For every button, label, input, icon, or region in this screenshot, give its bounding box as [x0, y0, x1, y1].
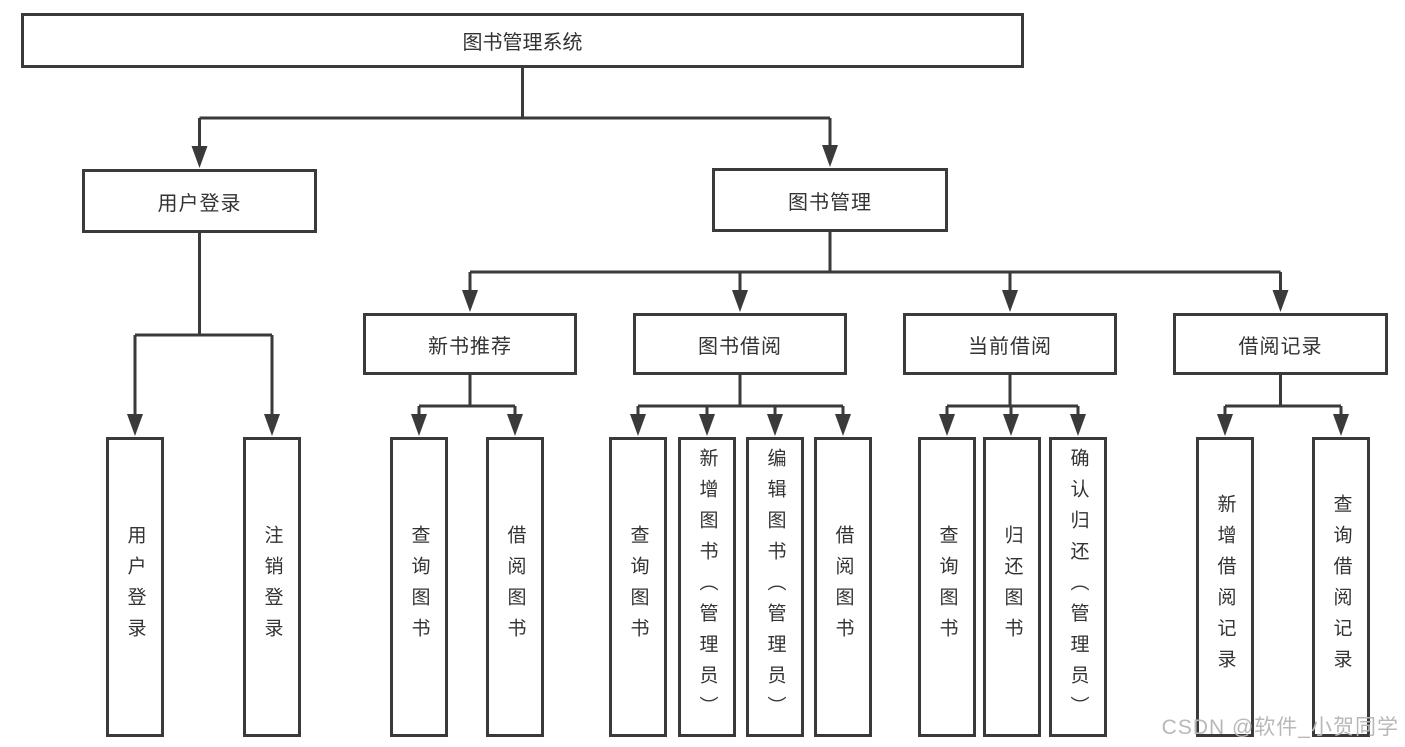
leaf-borrow-books-recommend: 借阅图书	[486, 437, 544, 737]
leaf-borrow-books: 借阅图书	[814, 437, 872, 737]
arrowhead	[1003, 414, 1019, 436]
leaf-add-borrow-record: 新增借阅记录	[1196, 437, 1254, 737]
arrowhead	[732, 290, 748, 312]
leaf-logout: 注销登录	[243, 437, 301, 737]
leaf-label: 编辑图书（管理员）	[764, 447, 786, 727]
arrowhead	[462, 290, 478, 312]
leaf-label: 确认归还（管理员）	[1067, 447, 1089, 727]
leaf-label: 新增借阅记录	[1214, 494, 1236, 680]
connector-book-borrow-children	[630, 375, 851, 436]
leaf-label: 借阅图书	[832, 525, 854, 649]
leaf-label: 查询图书	[627, 525, 649, 649]
leaf-label: 归还图书	[1001, 525, 1023, 649]
leaf-label: 新增图书（管理员）	[696, 447, 718, 727]
arrowhead	[699, 414, 715, 436]
arrowhead	[1070, 414, 1086, 436]
leaf-query-books-current: 查询图书	[918, 437, 976, 737]
arrowhead	[630, 414, 646, 436]
connector-root-to-level2	[191, 68, 838, 168]
connector-user-login-children	[127, 233, 280, 436]
leaf-query-borrow-record: 查询借阅记录	[1312, 437, 1370, 737]
connector-current-borrow-children	[939, 375, 1086, 436]
arrowhead	[1002, 290, 1018, 312]
arrowhead	[939, 414, 955, 436]
arrowhead	[127, 414, 143, 436]
connector-borrow-records-children	[1217, 375, 1349, 436]
node-borrow-records: 借阅记录	[1173, 313, 1388, 375]
leaf-user-login: 用户登录	[106, 437, 164, 737]
leaf-label: 借阅图书	[504, 525, 526, 649]
arrowhead	[507, 414, 523, 436]
node-new-book-recommend: 新书推荐	[363, 313, 577, 375]
leaf-label: 查询借阅记录	[1330, 494, 1352, 680]
leaf-label: 用户登录	[124, 525, 146, 649]
node-root-library-system: 图书管理系统	[21, 13, 1024, 68]
leaf-label: 查询图书	[936, 525, 958, 649]
arrowhead	[1217, 414, 1233, 436]
leaf-query-books-borrow: 查询图书	[609, 437, 667, 737]
leaf-edit-book-admin: 编辑图书（管理员）	[746, 437, 804, 737]
connector-new-book-recommend-children	[411, 375, 523, 436]
node-book-borrow: 图书借阅	[633, 313, 847, 375]
arrowhead	[767, 414, 783, 436]
node-book-management: 图书管理	[712, 168, 948, 232]
leaf-add-book-admin: 新增图书（管理员）	[678, 437, 736, 737]
leaf-query-books-recommend: 查询图书	[390, 437, 448, 737]
node-current-borrow: 当前借阅	[903, 313, 1117, 375]
node-user-login: 用户登录	[82, 169, 317, 233]
connector-book-management-children	[462, 232, 1289, 312]
arrowhead	[1333, 414, 1349, 436]
arrowhead	[822, 145, 838, 167]
arrowhead	[1272, 290, 1289, 312]
arrowhead	[264, 414, 280, 436]
arrowhead	[411, 414, 427, 436]
leaf-label: 注销登录	[261, 525, 283, 649]
arrowhead	[191, 146, 208, 168]
leaf-confirm-return-admin: 确认归还（管理员）	[1049, 437, 1107, 737]
leaf-return-book: 归还图书	[983, 437, 1041, 737]
arrowhead	[835, 414, 851, 436]
leaf-label: 查询图书	[408, 525, 430, 649]
